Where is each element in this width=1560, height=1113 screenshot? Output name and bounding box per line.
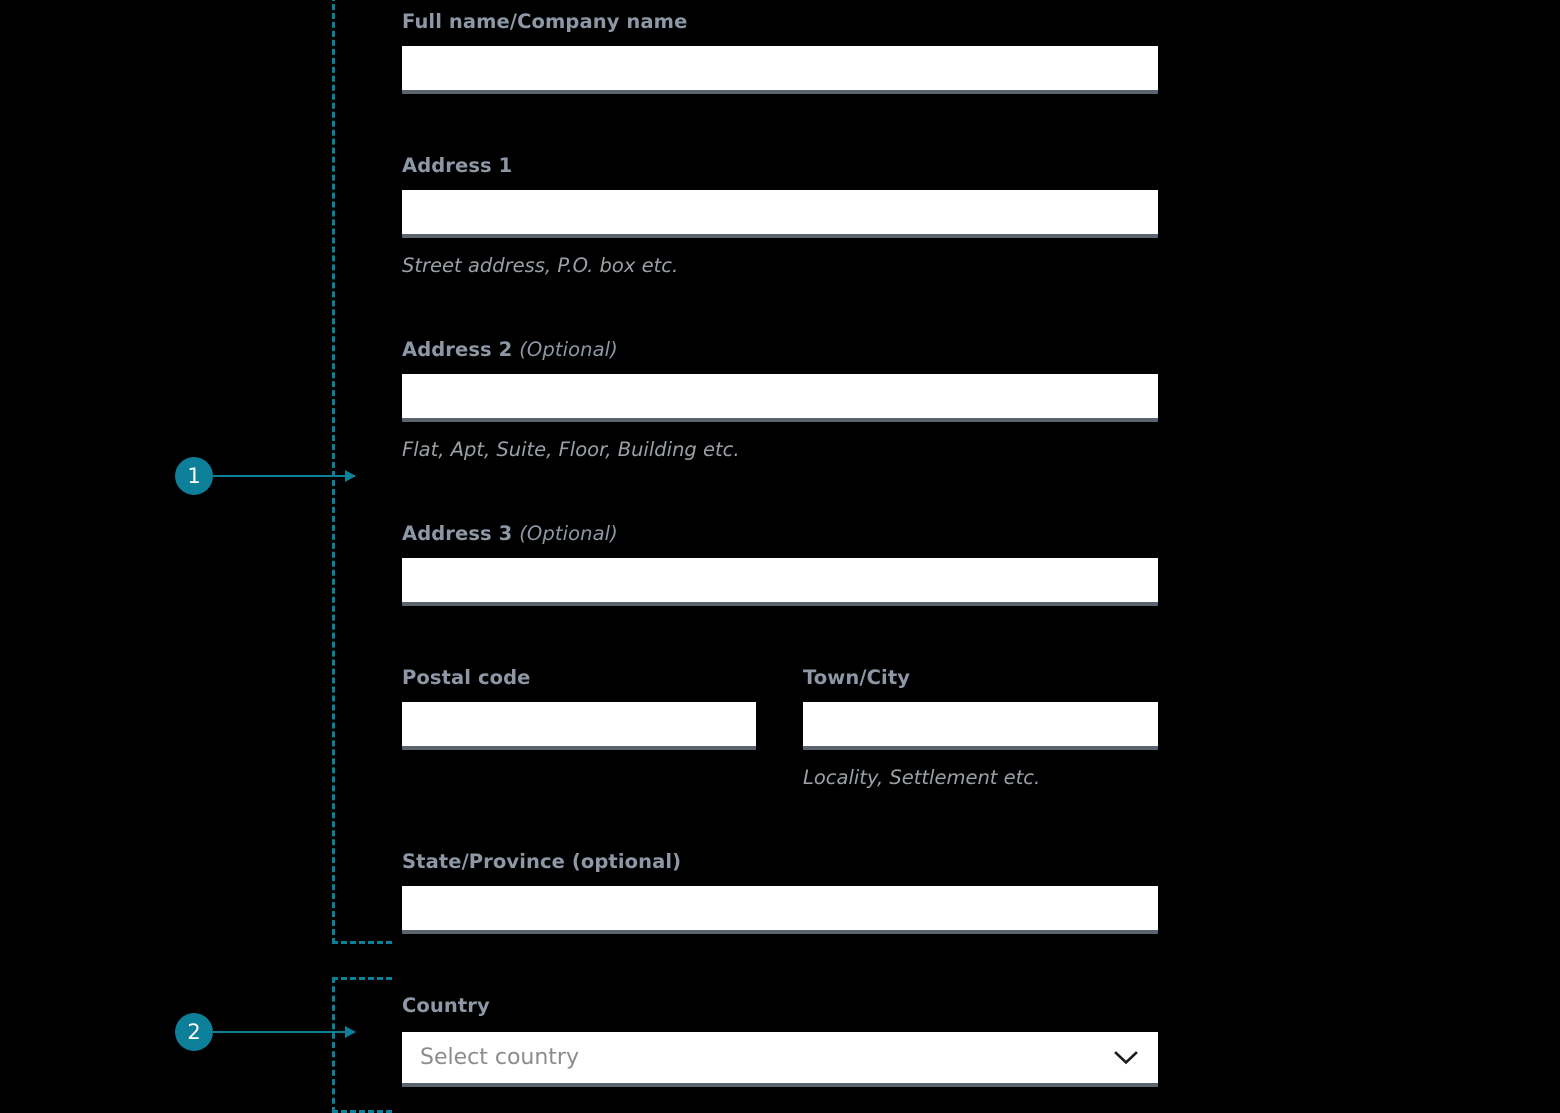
input-town-city[interactable] [803, 702, 1158, 750]
hint-town-city: Locality, Settlement etc. [803, 766, 1041, 789]
callout-badge-2: 2 [175, 1013, 213, 1051]
arrow-right-icon [213, 470, 356, 482]
label-address-3-optional: (Optional) [519, 522, 618, 545]
field-address-1: Address 1 Street address, P.O. box etc. [402, 154, 1158, 277]
input-address-2[interactable] [402, 374, 1158, 422]
callout-marker-1: 1 [175, 457, 356, 495]
input-address-1[interactable] [402, 190, 1158, 238]
label-address-2-text: Address 2 [402, 338, 513, 361]
label-state-province: State/Province (optional) [402, 850, 682, 873]
row-postal-town: Postal code Town/City Locality, Settleme… [402, 666, 1158, 789]
field-postal-code: Postal code [402, 666, 756, 789]
callout-marker-2: 2 [175, 1013, 356, 1051]
input-state-province[interactable] [402, 886, 1158, 934]
label-town-city: Town/City [803, 666, 911, 689]
label-address-1: Address 1 [402, 154, 513, 177]
label-address-3: Address 3 (Optional) [402, 522, 1158, 545]
country-select-wrapper: Select country [402, 1032, 1158, 1087]
callout-badge-1: 1 [175, 457, 213, 495]
input-postal-code[interactable] [402, 702, 756, 750]
arrow-right-icon [213, 1026, 356, 1038]
field-town-city: Town/City Locality, Settlement etc. [803, 666, 1158, 789]
input-full-name[interactable] [402, 46, 1158, 94]
label-address-2: Address 2 (Optional) [402, 338, 1158, 361]
field-full-name: Full name/Company name [402, 10, 1158, 94]
field-state-province: State/Province (optional) [402, 850, 1158, 934]
chevron-down-icon [1114, 1050, 1138, 1064]
hint-address-1: Street address, P.O. box etc. [402, 254, 679, 277]
label-address-3-text: Address 3 [402, 522, 513, 545]
label-country: Country [402, 994, 490, 1017]
label-address-2-optional: (Optional) [519, 338, 618, 361]
label-postal-code: Postal code [402, 666, 531, 689]
field-address-3: Address 3 (Optional) [402, 522, 1158, 606]
column-gap [756, 666, 803, 789]
country-select-placeholder: Select country [420, 1045, 579, 1070]
field-address-2: Address 2 (Optional) Flat, Apt, Suite, F… [402, 338, 1158, 461]
callout-region-address-fields [332, 0, 392, 944]
input-address-3[interactable] [402, 558, 1158, 606]
field-country: Country Select country [402, 994, 1158, 1087]
country-select[interactable]: Select country [402, 1032, 1158, 1087]
label-full-name: Full name/Company name [402, 10, 688, 33]
hint-address-2: Flat, Apt, Suite, Floor, Building etc. [402, 438, 740, 461]
